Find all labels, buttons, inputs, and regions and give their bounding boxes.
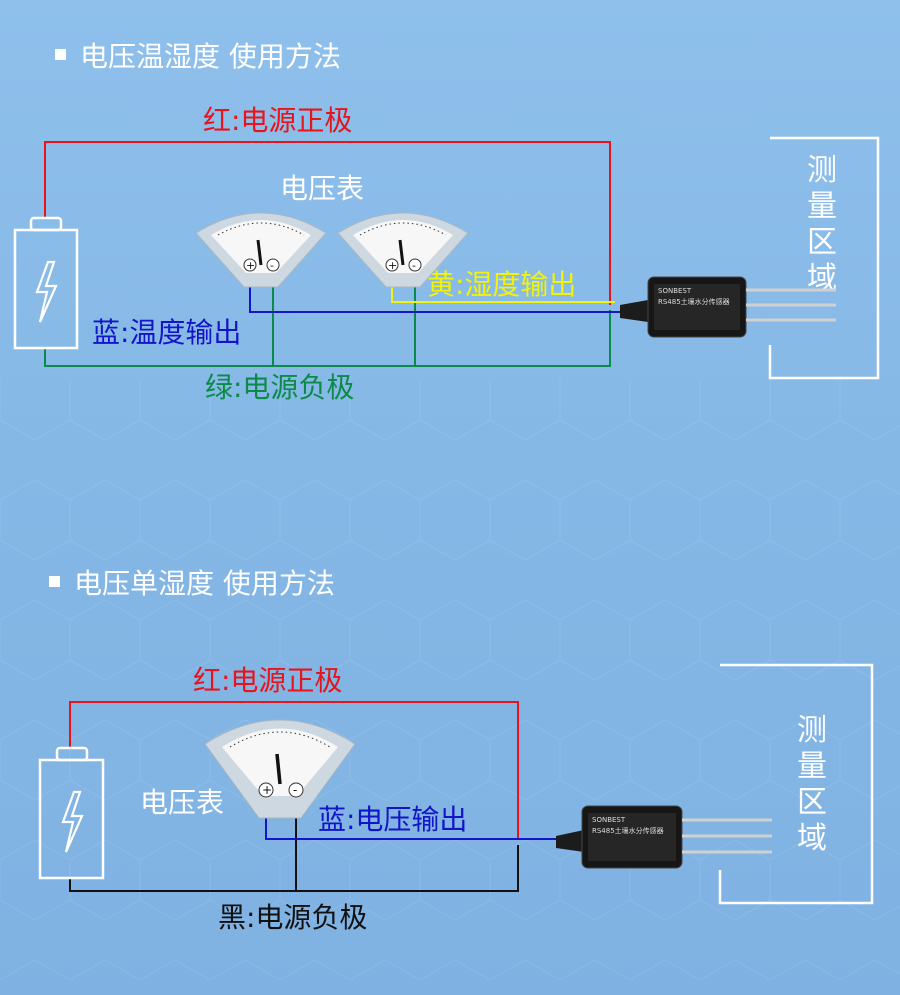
- measure-area-char-4: 域: [797, 821, 827, 856]
- soil-sensor-2: SONBEST RS485土壤水分传感器: [556, 805, 772, 869]
- red-label: 红:电源正极: [203, 104, 352, 137]
- battery-icon: [38, 746, 105, 880]
- minus-terminal: [408, 258, 422, 272]
- section-2-title: 电压单湿度 使用方法: [74, 567, 335, 600]
- minus-terminal: [288, 782, 304, 798]
- measure-area-box: [768, 136, 880, 380]
- plus-terminal: [243, 258, 257, 272]
- sensor-brand: SONBEST: [592, 816, 626, 824]
- measure-area-box: [718, 663, 874, 905]
- voltmeter-2: + -: [337, 212, 469, 288]
- black-wire: [69, 845, 519, 892]
- minus-terminal: [266, 258, 280, 272]
- lightning-icon: [35, 260, 58, 323]
- green-wire: [44, 310, 611, 367]
- svg-text:+: +: [388, 259, 397, 272]
- svg-text:-: -: [412, 259, 416, 272]
- voltmeter-label: 电压表: [140, 786, 224, 819]
- plus-terminal: [385, 258, 399, 272]
- measure-area-char-3: 区: [797, 785, 827, 820]
- svg-text:-: -: [270, 259, 274, 272]
- measure-area-char-2: 量: [807, 189, 837, 224]
- hex-background: [0, 380, 900, 980]
- voltmeter-1: + -: [195, 212, 327, 288]
- blue-label: 蓝:电压输出: [318, 803, 467, 836]
- measure-area-char-1: 测: [807, 153, 837, 188]
- svg-text:-: -: [293, 783, 297, 797]
- red-wire: [44, 141, 611, 305]
- soil-sensor-1: SONBEST RS485土壤水分传感器: [620, 276, 836, 338]
- green-label: 绿:电源负极: [205, 371, 354, 404]
- plus-terminal: [258, 782, 274, 798]
- voltmeter-3: + -: [204, 719, 356, 819]
- sensor-name: RS485土壤水分传感器: [658, 297, 730, 306]
- sensor-brand: SONBEST: [658, 287, 692, 295]
- sensor-name: RS485土壤水分传感器: [592, 826, 664, 835]
- section-2: 电压单湿度 使用方法 红:电源正极 黑:电源负极 蓝:电压输出 电压表 +: [38, 567, 874, 934]
- meter-needle: [398, 239, 405, 266]
- measure-area-char-2: 量: [797, 749, 827, 784]
- meter-needle: [256, 239, 263, 266]
- section-1-title: 电压温湿度 使用方法: [80, 40, 341, 73]
- section-1-bullet: [55, 49, 66, 60]
- red-wire: [69, 701, 519, 839]
- section-2-bullet: [49, 576, 60, 587]
- svg-text:+: +: [246, 259, 255, 272]
- red-label: 红:电源正极: [193, 664, 342, 697]
- measure-area-char-3: 区: [807, 225, 837, 260]
- meter-needle: [275, 753, 282, 785]
- black-label: 黑:电源负极: [218, 901, 367, 934]
- battery-icon: [13, 216, 79, 350]
- blue-label: 蓝:温度输出: [92, 316, 241, 349]
- voltmeter-label: 电压表: [280, 172, 364, 205]
- measure-area-char-1: 测: [797, 713, 827, 748]
- section-1: 电压温湿度 使用方法 红:电源正极 绿:电源负极 蓝:温度输出 黄:湿度输出 电…: [13, 40, 880, 404]
- yellow-label: 黄:湿度输出: [427, 268, 576, 301]
- lightning-icon: [61, 790, 84, 853]
- svg-text:+: +: [262, 783, 272, 797]
